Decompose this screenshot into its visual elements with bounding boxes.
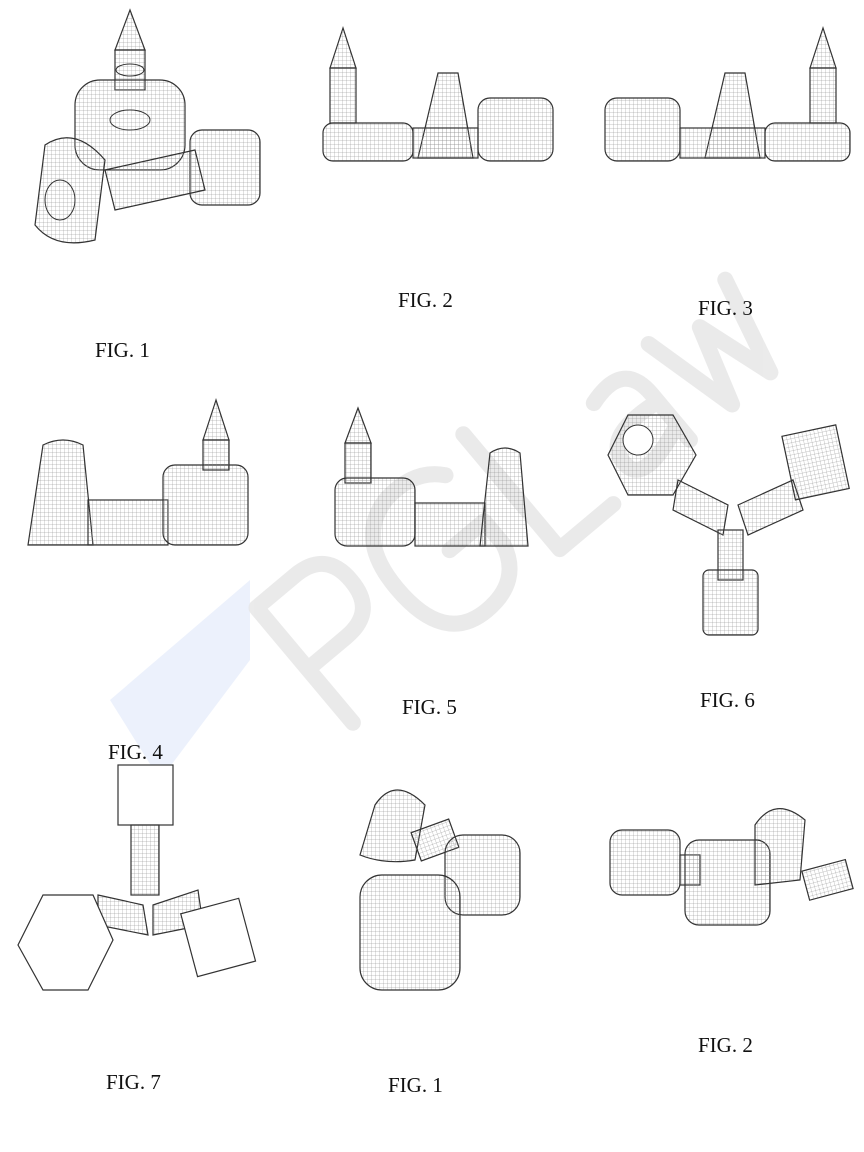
watermark-logo <box>110 580 250 780</box>
figure-4-drawing <box>27 398 249 546</box>
figure-2-alt-label: FIG. 2 <box>698 1033 753 1057</box>
figure-1-alt-label: FIG. 1 <box>388 1073 443 1097</box>
figure-6-drawing <box>607 414 850 636</box>
figure-3-label: FIG. 3 <box>698 296 753 320</box>
figure-2-drawing <box>322 26 554 162</box>
figure-1-alt-drawing <box>359 789 521 991</box>
figure-6-label: FIG. 6 <box>700 688 755 712</box>
figure-1-label: FIG. 1 <box>95 338 150 362</box>
figure-3-drawing <box>604 26 851 162</box>
figure-4-label: FIG. 4 <box>108 740 163 764</box>
figure-1-drawing <box>34 8 261 244</box>
figure-2-alt-drawing <box>609 808 854 926</box>
figure-5-drawing <box>334 406 529 547</box>
figure-2-label: FIG. 2 <box>398 288 453 312</box>
figure-7-drawing <box>17 764 257 991</box>
figure-7-label: FIG. 7 <box>106 1070 161 1094</box>
figure-5-label: FIG. 5 <box>402 695 457 719</box>
